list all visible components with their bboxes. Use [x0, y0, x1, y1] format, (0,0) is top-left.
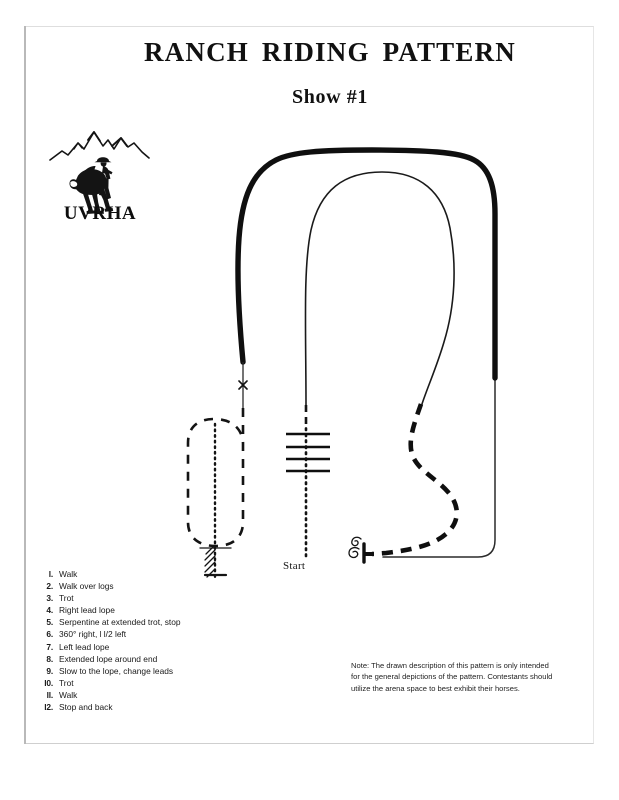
- list-item: ll. Walk: [34, 689, 284, 701]
- step-number: 6.: [46, 629, 53, 640]
- page-title: RANCH RIDING PATTERN: [143, 37, 516, 67]
- step-label: Slow to the lope, change leads: [59, 665, 174, 676]
- step-number: 5.: [46, 617, 53, 628]
- list-item: 3. Trot: [34, 592, 284, 604]
- log-bars: [286, 432, 330, 473]
- list-item: 7. Left lead lope: [34, 641, 284, 653]
- pattern-steps-list: l. Walk 2. Walk over logs 3. Trot 4. Right l…: [34, 568, 284, 713]
- mountain-icon: [49, 131, 150, 161]
- step-label: Walk: [59, 689, 78, 700]
- step-label: Extended lope around end: [59, 653, 158, 664]
- step-number: l.: [48, 569, 53, 579]
- step-number: 8.: [46, 653, 53, 664]
- back-up-hatch-icon: [199, 546, 232, 578]
- step-number: 2.: [46, 581, 53, 592]
- uvrha-logo: [48, 116, 152, 228]
- start-label: Start: [283, 560, 306, 572]
- step-label: 360° right, l l/2 left: [59, 629, 127, 640]
- cowboy-on-horse-icon: [69, 157, 114, 215]
- arena-return-line: [382, 377, 496, 558]
- list-item: l2. Stop and back: [34, 701, 284, 713]
- scan-edge: [24, 26, 26, 744]
- list-item: 4. Right lead lope: [34, 604, 284, 616]
- step-label: Trot: [59, 677, 74, 688]
- page-subtitle: Show #1: [292, 86, 368, 109]
- step-number: 9.: [46, 665, 53, 676]
- step-label: Walk over logs: [59, 581, 114, 592]
- x-mark-icon: [238, 380, 248, 390]
- list-item: l0. Trot: [34, 677, 284, 689]
- step-number: 4.: [46, 605, 53, 616]
- step-label: Right lead lope: [59, 605, 115, 616]
- list-item: l. Walk: [34, 568, 284, 580]
- step-label: Walk: [59, 569, 78, 579]
- step-number: 3.: [46, 593, 53, 604]
- step-number: l2.: [44, 702, 53, 713]
- serpentine-path: [371, 403, 460, 557]
- list-item: 2. Walk over logs: [34, 580, 284, 592]
- step-label: Left lead lope: [59, 641, 110, 652]
- step-number: ll.: [46, 689, 54, 700]
- list-item: 6. 360° right, l l/2 left: [34, 628, 284, 640]
- title-block: RANCH RIDING PATTERN Show #1: [120, 38, 540, 109]
- list-item: 9. Slow to the lope, change leads: [34, 665, 284, 677]
- step-label: Trot: [59, 593, 74, 604]
- trot-loop-dashed: [186, 408, 245, 548]
- logo-text: UVRHA: [63, 203, 137, 224]
- spin-spiral-icon: [348, 536, 362, 559]
- inner-lope-loop: [304, 171, 455, 406]
- list-item: 5. Serpentine at extended trot, stop: [34, 616, 284, 628]
- step-number: 7.: [46, 641, 53, 652]
- list-item: 8. Extended lope around end: [34, 653, 284, 665]
- step-number: l0.: [44, 677, 53, 688]
- extended-lope-path: [235, 147, 498, 381]
- step-label: Serpentine at extended trot, stop: [59, 617, 181, 628]
- pattern-note: Note: The drawn description of this patt…: [351, 661, 553, 693]
- step-label: Stop and back: [59, 702, 113, 713]
